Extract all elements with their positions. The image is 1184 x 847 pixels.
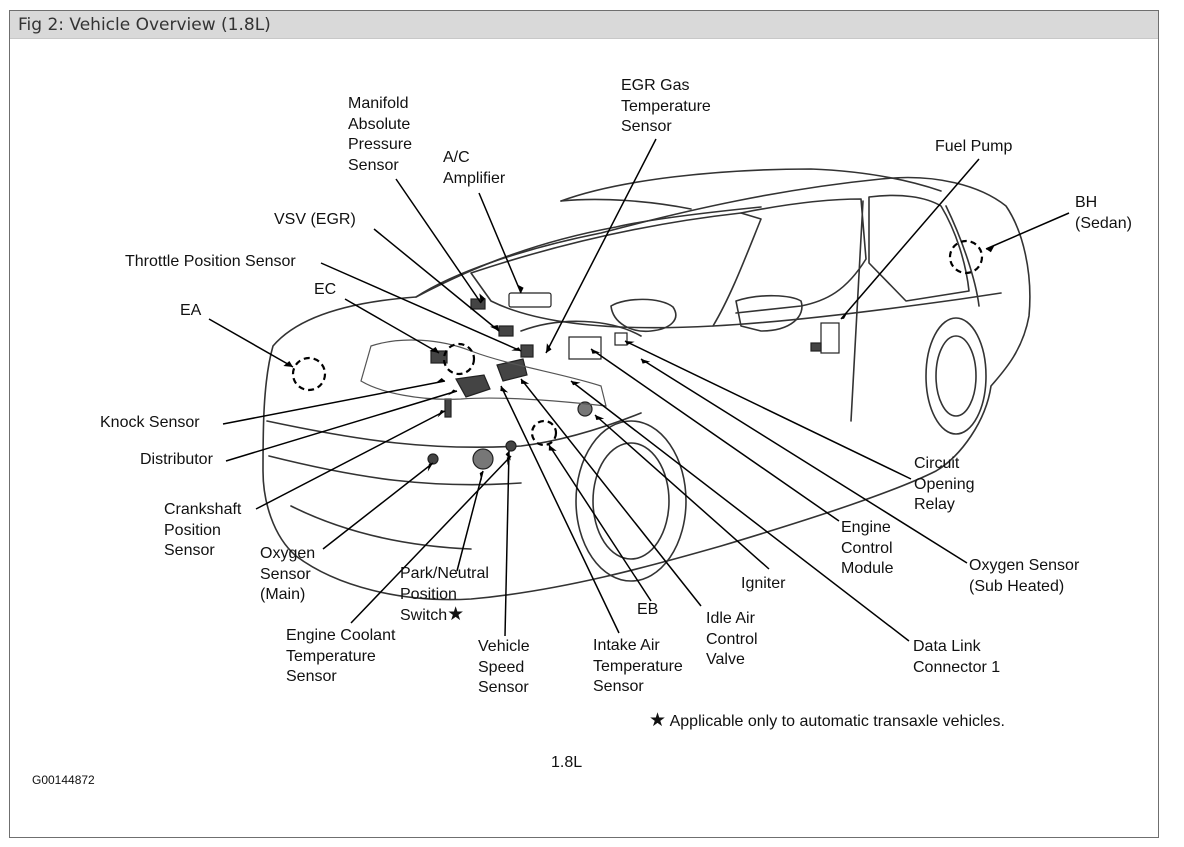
label-knock-sensor: Knock Sensor [100, 414, 200, 431]
label-ac-amplifier: A/C Amplifier [443, 149, 506, 187]
label-igniter: Igniter [741, 575, 786, 592]
dashed-locators [291, 239, 984, 447]
park-neutral-text: Park/Neutral Position Switch [400, 565, 489, 624]
label-throttle-position-sensor: Throttle Position Sensor [125, 253, 296, 270]
label-circuit-opening-relay: Circuit Opening Relay [914, 455, 975, 513]
label-data-link-connector-1: Data Link Connector 1 [913, 638, 1001, 676]
figure-title-bar: Fig 2: Vehicle Overview (1.8L) [10, 11, 1158, 39]
label-engine-control-module: Engine Control Module [841, 519, 894, 577]
label-egr-gas-temperature-sensor: EGR Gas Temperature Sensor [621, 77, 711, 135]
label-bh-sedan: BH (Sedan) [1075, 194, 1132, 232]
label-oxygen-sensor-sub-heated: Oxygen Sensor (Sub Heated) [969, 557, 1080, 595]
figure-frame: Fig 2: Vehicle Overview (1.8L) [9, 10, 1159, 838]
label-ec: EC [314, 281, 337, 298]
vehicle-diagram [208, 138, 1070, 642]
label-vsv-egr: VSV (EGR) [274, 211, 356, 228]
engine-label: 1.8L [551, 754, 583, 771]
label-vehicle-speed-sensor: Vehicle Speed Sensor [478, 638, 530, 696]
figure-title: Fig 2: Vehicle Overview (1.8L) [18, 15, 271, 35]
engine-components [360, 292, 840, 470]
footnote-text: Applicable only to automatic transaxle v… [669, 713, 1005, 730]
label-crankshaft-position-sensor: Crankshaft Position Sensor [164, 501, 242, 559]
label-intake-air-temperature-sensor: Intake Air Temperature Sensor [593, 637, 683, 695]
leader-lines [208, 138, 1070, 642]
footnote: ★ Applicable only to automatic transaxle… [649, 709, 1005, 732]
figure-code: G00144872 [32, 773, 95, 787]
label-ea: EA [180, 302, 202, 319]
label-manifold-absolute-pressure-sensor: Manifold Absolute Pressure Sensor [348, 95, 413, 174]
car-outline [262, 168, 1031, 601]
asterisk-icon: ★ [649, 710, 667, 731]
label-park-neutral-position-switch: Park/Neutral Position Switch★ [400, 564, 489, 627]
leader-arrowheads [283, 245, 995, 481]
label-oxygen-sensor-main: Oxygen Sensor (Main) [260, 545, 316, 603]
label-idle-air-control-valve: Idle Air Control Valve [706, 610, 758, 668]
asterisk-icon: ★ [447, 604, 465, 625]
label-engine-coolant-temperature-sensor: Engine Coolant Temperature Sensor [286, 627, 396, 685]
label-distributor: Distributor [140, 451, 213, 468]
label-eb: EB [637, 601, 659, 618]
label-fuel-pump: Fuel Pump [935, 138, 1013, 155]
